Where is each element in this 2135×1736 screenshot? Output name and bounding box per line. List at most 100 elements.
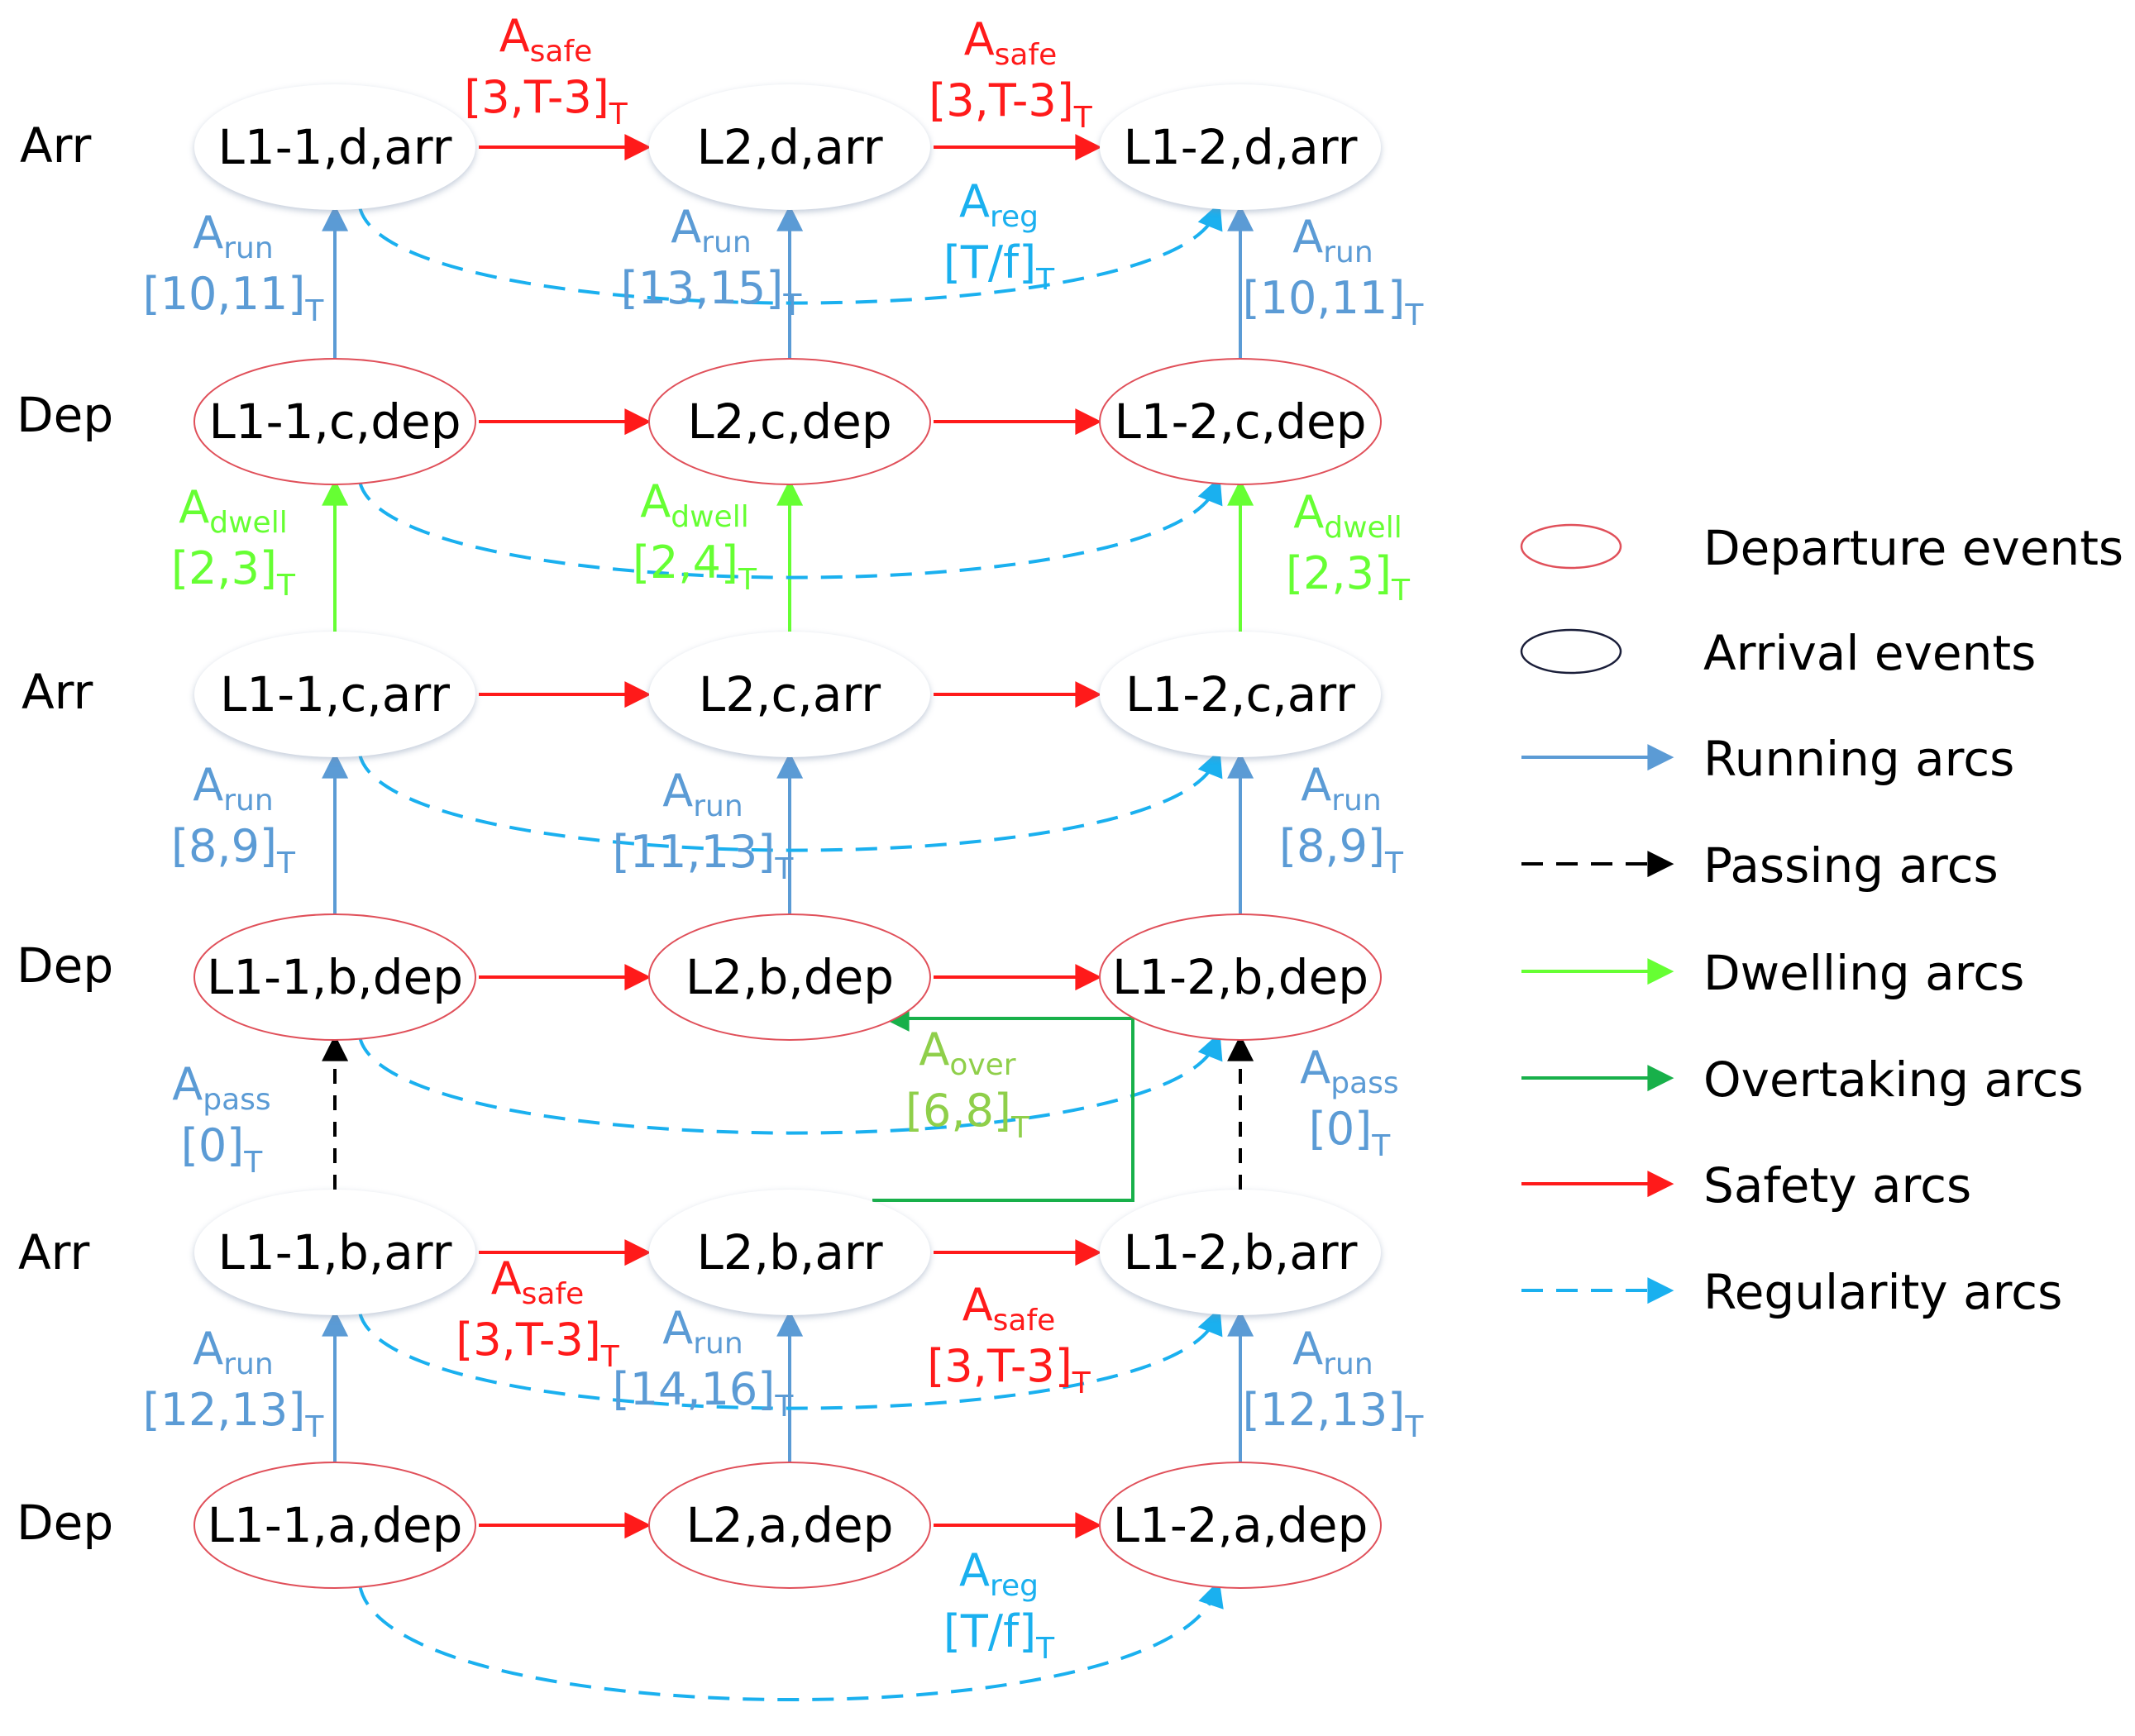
svg-text:[10,11]T: [10,11]T <box>143 268 325 328</box>
arc-label-symbol: A <box>962 1279 993 1331</box>
arc-label-symbol: A <box>662 765 693 817</box>
row-label: Arr <box>21 664 93 720</box>
svg-text:[2,4]T: [2,4]T <box>633 537 757 597</box>
arrival-event-ellipse <box>194 1190 475 1315</box>
arc-label-type: dwell <box>209 506 287 540</box>
arc-label-period: T <box>243 1146 263 1180</box>
svg-text:[3,T-3]T: [3,T-3]T <box>929 74 1093 135</box>
svg-text:[14,16]T: [14,16]T <box>613 1363 795 1424</box>
arc-label-type: reg <box>990 200 1039 234</box>
arc-label-symbol: A <box>671 201 701 253</box>
arc-label-type: pass <box>203 1083 270 1117</box>
arc-label-symbol: A <box>959 175 990 227</box>
svg-text:Arun: Arun <box>1292 211 1373 269</box>
arrival-event-ellipse <box>194 632 475 757</box>
arc-label-range: [3,T-3] <box>927 1340 1072 1392</box>
departure-event-node: L1-1,a,dep <box>193 1462 476 1589</box>
arrival-event-node: L1-2,b,arr <box>1100 1190 1381 1315</box>
arcs-layer <box>322 134 1254 1702</box>
svg-text:Areg: Areg <box>959 175 1039 234</box>
svg-text:[8,9]T: [8,9]T <box>171 820 296 880</box>
event-node-label: L2,a,dep <box>686 1497 894 1553</box>
departure-event-node: L1-1,c,dep <box>193 358 476 485</box>
arc-label-period: T <box>1035 263 1055 297</box>
arc-label-period: T <box>304 1410 324 1444</box>
legend-item-departure: Departure events <box>1520 520 2123 576</box>
legend-item-overtaking: Overtaking arcs <box>1521 1052 2084 1108</box>
legend-item-dwelling: Dwelling arcs <box>1521 945 2024 1001</box>
regularity-arc <box>358 1307 1223 1410</box>
svg-text:[11,13]T: [11,13]T <box>613 826 795 886</box>
arrival-event-node: L2,b,arr <box>649 1190 930 1315</box>
arc-label-range: [12,13] <box>143 1384 306 1436</box>
event-node-label: L1-1,a,dep <box>208 1497 463 1553</box>
arrival-event-ellipse <box>649 84 930 210</box>
departure-event-ellipse <box>193 913 476 1041</box>
arc-label-type: run <box>693 1327 743 1361</box>
event-node-label: L1-2,c,dep <box>1114 393 1366 450</box>
row-label: Dep <box>17 387 113 443</box>
arc-label-symbol: A <box>662 1302 693 1354</box>
arc-label-range: [0] <box>1309 1103 1373 1155</box>
svg-text:Aover: Aover <box>919 1023 1015 1082</box>
svg-text:[0]T: [0]T <box>181 1119 264 1180</box>
departure-event-ellipse <box>193 1462 476 1589</box>
arc-label-range: [0] <box>181 1119 245 1171</box>
arc-label-range: [3,T-3] <box>929 74 1074 126</box>
svg-text:Arun: Arun <box>193 207 273 265</box>
arc-label-run-c-2: Arun[11,13]T <box>613 765 795 886</box>
arc-label-symbol: A <box>193 207 223 259</box>
arc-label-range: [10,11] <box>143 268 306 320</box>
arrival-event-legend-swatch <box>1520 628 1622 675</box>
arc-label-period: T <box>1073 101 1093 135</box>
row-label: Dep <box>17 937 113 994</box>
arc-label-dwell-3: Adwell[2,3]T <box>1286 486 1411 608</box>
arc-label-range: [14,16] <box>613 1363 776 1415</box>
legend-label: Passing arcs <box>1703 837 1999 894</box>
arc-label-range: [11,13] <box>613 826 776 878</box>
arc-label-symbol: A <box>193 1323 223 1375</box>
arc-label-run-a-3: Arun[12,13]T <box>1243 1323 1425 1444</box>
event-node-label: L1-1,d,arr <box>218 119 452 175</box>
departure-event-node: L1-2,a,dep <box>1099 1462 1382 1589</box>
svg-text:Adwell: Adwell <box>179 481 287 540</box>
arc-label-symbol: A <box>172 1058 203 1110</box>
svg-text:Arun: Arun <box>662 1302 743 1361</box>
event-node-label: L2,d,arr <box>696 119 882 175</box>
regularity-arc <box>358 1580 1224 1702</box>
svg-text:[T/f]T: [T/f]T <box>943 1605 1055 1666</box>
arc-labels-layer: Asafe[3,T-3]TAsafe[3,T-3]TArun[10,11]TAr… <box>143 10 1425 1666</box>
arc-label-period: T <box>1384 847 1404 880</box>
arc-label-type: run <box>223 1347 273 1381</box>
arc-label-run-c-3: Arun[8,9]T <box>1279 759 1404 880</box>
svg-text:Asafe: Asafe <box>962 1279 1056 1338</box>
departure-event-ellipse <box>1099 913 1382 1041</box>
arrival-event-node: L1-1,c,arr <box>194 632 475 757</box>
arc-label-type: run <box>1331 784 1381 818</box>
arc-label-dwell-2: Adwell[2,4]T <box>633 475 757 597</box>
event-node-label: L2,b,dep <box>685 949 894 1005</box>
arc-label-range: [3,T-3] <box>456 1314 601 1366</box>
svg-text:Apass: Apass <box>1300 1042 1398 1100</box>
legend-item-arrival: Arrival events <box>1520 625 2036 681</box>
arc-label-period: T <box>782 289 802 322</box>
legend-item-safety: Safety arcs <box>1521 1157 1971 1214</box>
svg-text:Arun: Arun <box>193 759 273 818</box>
arc-label-range: [8,9] <box>171 820 277 872</box>
row-label: Arr <box>18 1224 90 1281</box>
svg-text:Arun: Arun <box>662 765 743 823</box>
svg-text:[8,9]T: [8,9]T <box>1279 820 1404 880</box>
arc-label-type: safe <box>522 1277 585 1311</box>
arc-label-dwell-1: Adwell[2,3]T <box>171 481 296 603</box>
svg-text:Arun: Arun <box>1301 759 1381 818</box>
svg-text:[2,3]T: [2,3]T <box>171 542 296 603</box>
event-node-label: L1-1,c,arr <box>220 666 450 723</box>
arc-label-symbol: A <box>193 759 223 811</box>
arc-label-type: run <box>223 231 273 265</box>
arrival-event-node: L1-2,c,arr <box>1100 632 1381 757</box>
arrival-event-ellipse <box>1100 1190 1381 1315</box>
arc-label-period: T <box>609 98 628 131</box>
event-node-label: L1-1,b,dep <box>207 949 463 1005</box>
event-node-label: L1-2,c,arr <box>1125 666 1355 723</box>
event-node-label: L1-2,a,dep <box>1113 1497 1368 1553</box>
